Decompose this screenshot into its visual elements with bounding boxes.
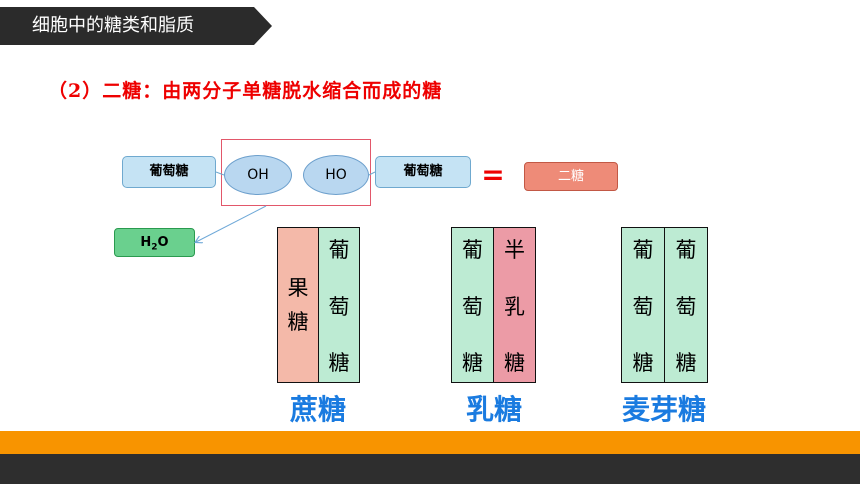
disaccharide-result-box: 二糖 (524, 162, 618, 191)
sucrose-label: 蔗糖 (289, 393, 346, 426)
lactose-label: 乳糖 (465, 393, 522, 426)
header-banner (0, 7, 272, 45)
page-title: 细胞中的糖类和脂质 (32, 15, 194, 36)
glucose-box-right: 葡萄糖 (375, 156, 471, 188)
glucose-column: 葡 萄 糖 (451, 227, 494, 383)
water-h: H (140, 235, 152, 250)
equals-sign: = (481, 158, 505, 191)
column-char: 糖 (328, 351, 350, 375)
water-release-arrow (196, 205, 267, 242)
section-subtitle: （2）二糖：由两分子单糖脱水缩合而成的糖 (48, 80, 443, 102)
column-char: 半 (504, 238, 525, 262)
column-char: 葡 (462, 238, 483, 262)
glucose-column: 葡 萄 糖 (318, 227, 360, 383)
column-char: 糖 (287, 309, 309, 334)
column-char: 萄 (328, 294, 350, 319)
water-box: H2O (114, 228, 195, 257)
fructose-column: 果 糖 (277, 227, 319, 383)
column-char: 萄 (632, 294, 654, 319)
glucose-box-left: 葡萄糖 (122, 156, 216, 188)
column-char: 葡 (632, 238, 654, 262)
hydroxyl-oh-oval: OH (224, 155, 292, 195)
column-char: 乳 (504, 294, 525, 319)
column-char: 糖 (632, 351, 654, 375)
column-char: 萄 (462, 294, 483, 319)
galactose-column: 半 乳 糖 (493, 227, 536, 383)
column-char: 葡 (328, 238, 350, 262)
column-char: 葡 (675, 238, 697, 262)
column-char: 糖 (675, 351, 697, 375)
glucose-column: 葡 萄 糖 (621, 227, 665, 383)
column-char: 糖 (462, 351, 483, 375)
water-o: O (157, 235, 169, 250)
column-char: 果 (287, 275, 309, 300)
glucose-column: 葡 萄 糖 (664, 227, 708, 383)
footer-dark-bar (0, 454, 860, 484)
hydroxyl-ho-oval: HO (303, 155, 369, 195)
maltose-label: 麦芽糖 (621, 393, 706, 426)
column-char: 萄 (675, 294, 697, 319)
water-subscript: 2 (151, 242, 158, 253)
column-char: 糖 (504, 351, 525, 375)
footer-orange-bar (0, 431, 860, 454)
